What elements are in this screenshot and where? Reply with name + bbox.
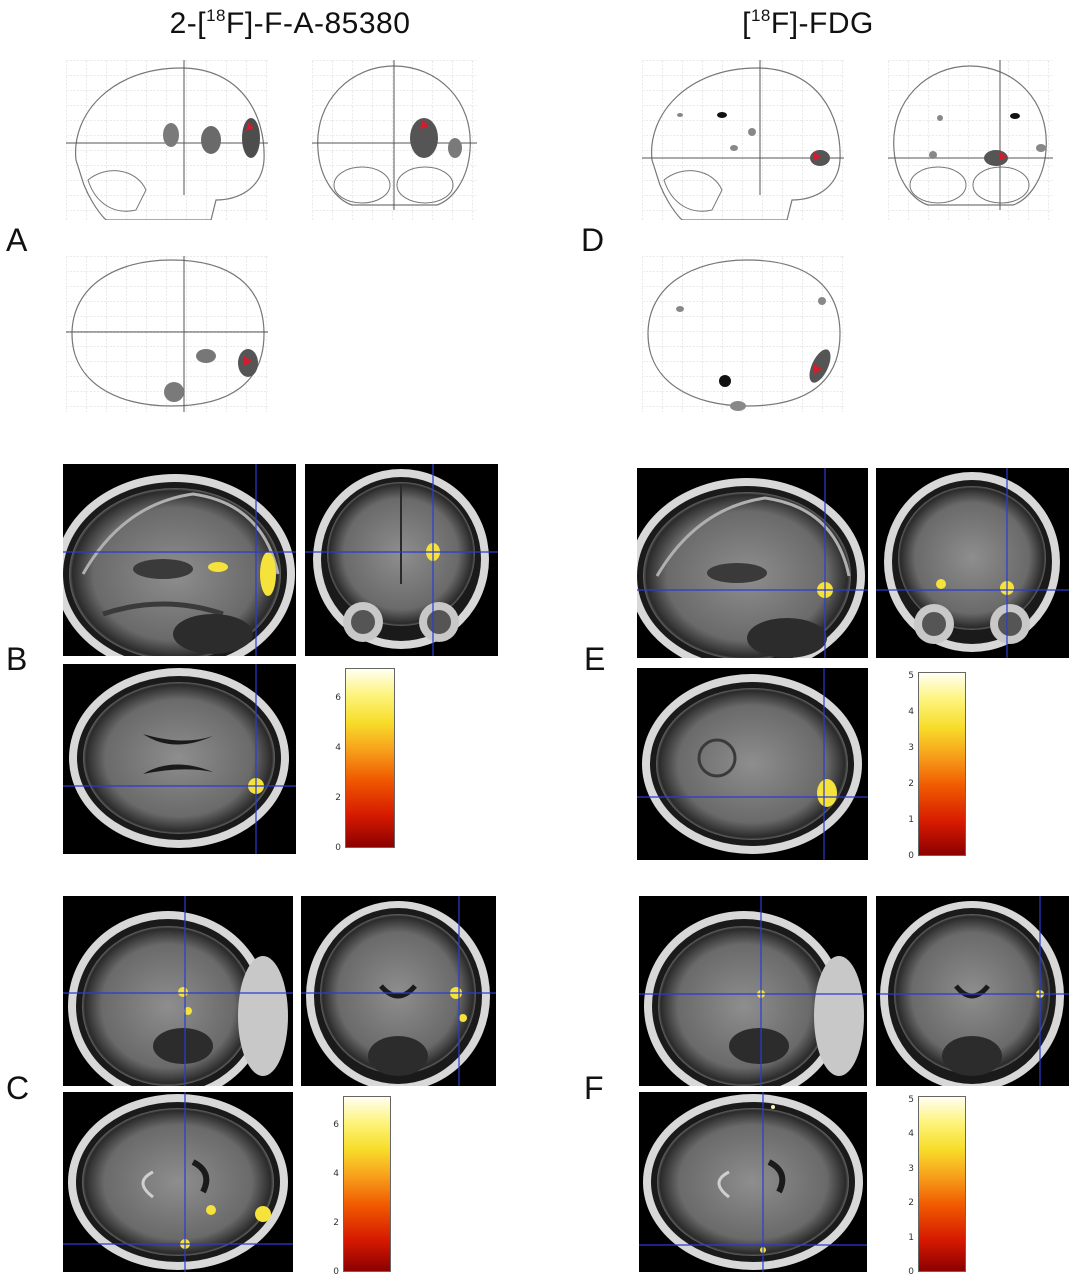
mri-coronal-f (876, 896, 1069, 1086)
colorbar-tick: 3 (908, 742, 914, 753)
colorbar-tick: 5 (908, 1094, 914, 1105)
colorbar-gradient (343, 1096, 391, 1272)
title-right-suffix: F]-FDG (770, 7, 874, 40)
colorbar-tick: 2 (335, 792, 341, 803)
colorbar-gradient (918, 1096, 966, 1272)
panel-letter-b: B (6, 641, 28, 677)
colorbar-e: 0 1 2 3 4 5 (908, 671, 966, 861)
colorbar-tick: 2 (908, 1198, 914, 1208)
mri-axial-c (63, 1092, 293, 1272)
colorbar-tick: 6 (335, 693, 341, 704)
activation-blob (936, 579, 946, 589)
colorbar-tick: 1 (908, 814, 914, 825)
title-right: [18F]-FDG (578, 6, 1038, 41)
colorbar-tick: 0 (908, 851, 914, 861)
glass-marker (420, 120, 429, 129)
mri-sagittal-c (63, 896, 293, 1086)
colorbar-tick: 0 (335, 843, 341, 853)
glass-brain-axial-d (642, 256, 844, 416)
colorbar-tick: 3 (908, 1163, 914, 1174)
activation-blob (817, 779, 837, 807)
colorbar-c: 0 2 4 6 (333, 1096, 391, 1277)
panel-letter-d: D (581, 222, 605, 258)
activation-blob (208, 562, 228, 572)
mri-axial-f (639, 1092, 867, 1272)
mri-sagittal-b (63, 464, 296, 656)
colorbar-tick: 6 (333, 1120, 339, 1131)
activation-blob (178, 987, 188, 997)
title-left-suffix: F]-F-A-85380 (226, 7, 411, 40)
colorbar-b: 0 2 4 6 (335, 668, 395, 853)
title-right-prefix: [ (742, 7, 751, 40)
colorbar-gradient (345, 668, 395, 848)
activation-blob (459, 1014, 467, 1022)
glass-marker (813, 152, 821, 161)
activation-blob (206, 1205, 216, 1215)
panel-letter-e: E (584, 641, 606, 677)
glass-brain-coronal-a (312, 60, 477, 220)
glass-brain-sagittal-d (642, 60, 844, 220)
glass-marker (999, 152, 1007, 161)
panel-letter-f: F (584, 1070, 604, 1106)
activation-blob (255, 1206, 271, 1222)
colorbar-tick: 4 (908, 706, 914, 717)
colorbar-tick: 1 (908, 1232, 914, 1243)
title-left-sup: 18 (206, 6, 227, 25)
colorbar-gradient (918, 672, 966, 856)
colorbar-tick: 0 (333, 1267, 339, 1277)
panel-letter-c: C (6, 1070, 30, 1106)
glass-brain-sagittal-a (66, 60, 268, 220)
title-left-prefix: 2-[ (169, 7, 207, 40)
mri-axial-e (637, 668, 868, 860)
title-left: 2-[18F]-F-A-85380 (60, 6, 520, 41)
activation-blob (184, 1007, 192, 1015)
mri-sagittal-f (639, 896, 867, 1086)
colorbar-tick: 0 (908, 1267, 914, 1277)
glass-marker (244, 356, 252, 366)
colorbar-tick: 2 (908, 778, 914, 789)
mri-coronal-e (876, 468, 1069, 658)
colorbar-tick: 4 (908, 1129, 914, 1140)
colorbar-tick: 4 (335, 742, 341, 753)
glass-marker (814, 364, 822, 374)
glass-brain-axial-a (66, 256, 268, 412)
activation-blob (771, 1105, 775, 1109)
glass-brain-coronal-d (888, 60, 1053, 220)
colorbar-tick: 5 (908, 670, 914, 681)
title-right-sup: 18 (750, 6, 771, 25)
mri-axial-b (63, 664, 296, 854)
colorbar-tick: 2 (333, 1218, 339, 1229)
mri-coronal-b (305, 464, 498, 656)
colorbar-f: 0 1 2 3 4 5 (908, 1095, 966, 1277)
colorbar-tick: 4 (333, 1169, 339, 1180)
activation-blob (260, 552, 276, 596)
glass-marker (246, 122, 254, 131)
mri-coronal-c (301, 896, 496, 1086)
mri-sagittal-e (637, 468, 868, 658)
panel-letter-a: A (6, 222, 28, 258)
